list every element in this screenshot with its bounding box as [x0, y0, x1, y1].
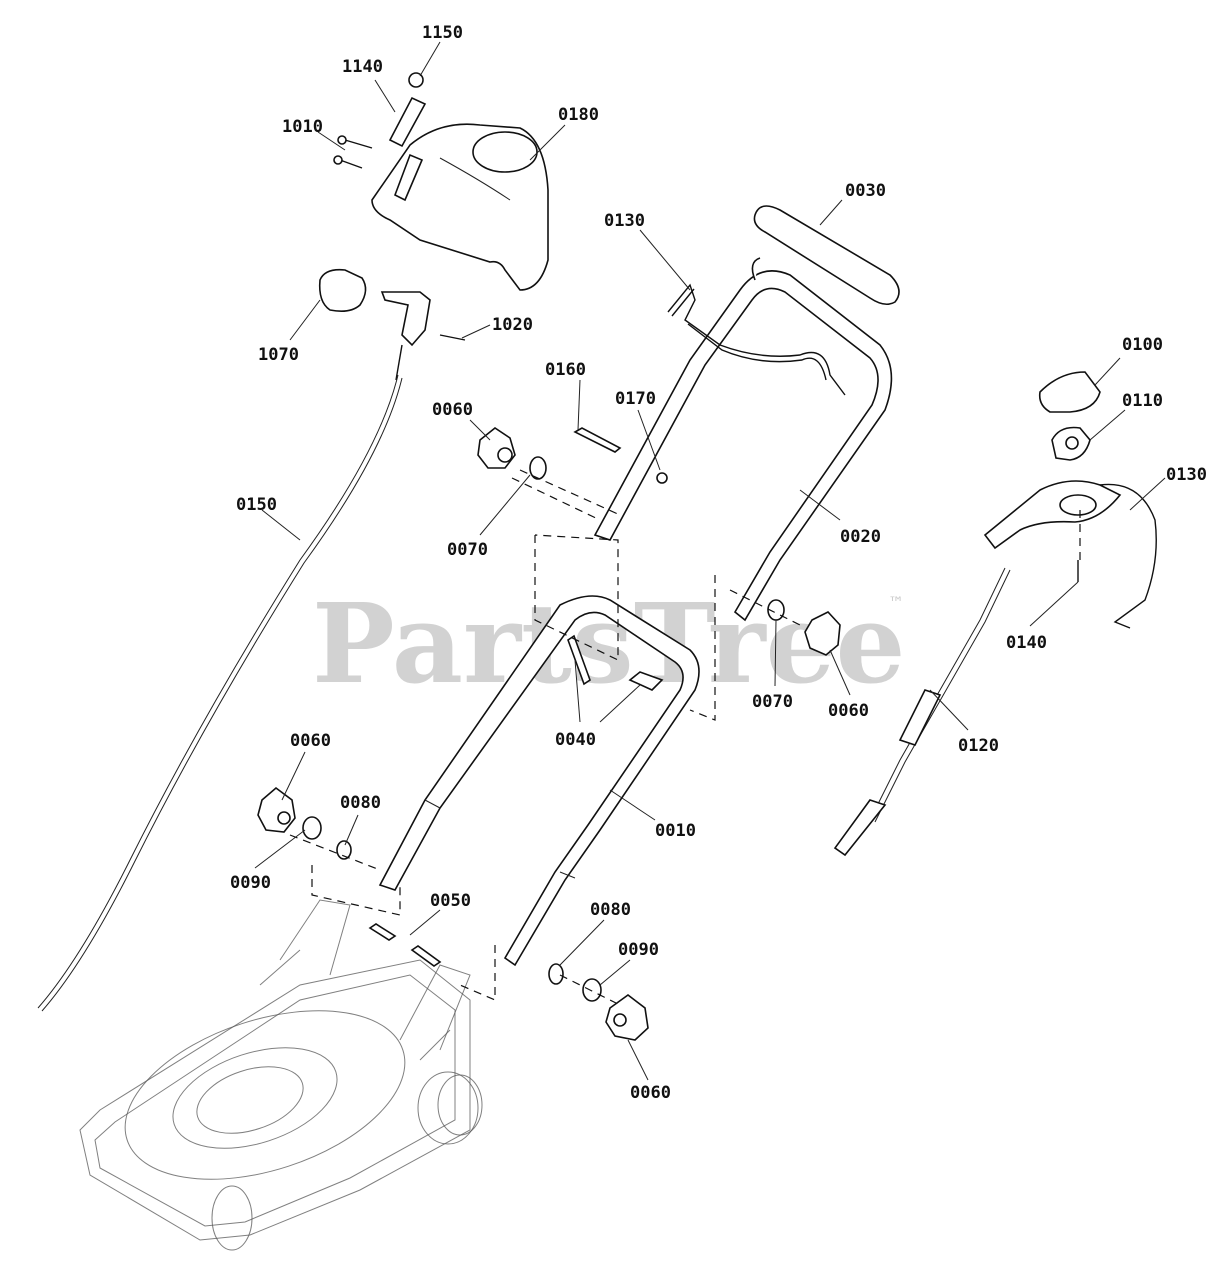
- upper-handle: [593, 257, 893, 622]
- right-control-bail: [983, 480, 1157, 629]
- control-bail: [667, 283, 846, 396]
- control-cable: [833, 567, 1011, 857]
- label-0060-a: 0060: [432, 400, 473, 420]
- knob-lower-right: [605, 994, 649, 1041]
- spacer-lower-left: [336, 840, 352, 860]
- knob-lower-left: [257, 786, 296, 833]
- watermark-trademark: ™: [888, 593, 904, 612]
- leader-lines: [254, 41, 1166, 1081]
- label-0110: 0110: [1122, 391, 1163, 411]
- label-0130-right: 0130: [1166, 465, 1207, 485]
- lower-handle: [378, 595, 700, 967]
- handle-bolt-b: [628, 671, 664, 691]
- label-1150: 1150: [422, 23, 463, 43]
- label-0090-a: 0090: [230, 873, 271, 893]
- label-0010: 0010: [655, 821, 696, 841]
- drive-cable: [37, 374, 399, 1009]
- label-0100: 0100: [1122, 335, 1163, 355]
- label-0180: 0180: [558, 105, 599, 125]
- label-0160: 0160: [545, 360, 586, 380]
- label-1020: 1020: [492, 315, 533, 335]
- label-0130-top: 0130: [604, 211, 645, 231]
- spacer-lower-right: [548, 963, 564, 985]
- label-0060-c: 0060: [290, 731, 331, 751]
- zone-start-lever: [1051, 426, 1091, 461]
- control-cover: [371, 123, 549, 291]
- label-0080-b: 0080: [590, 900, 631, 920]
- handle-grip: [753, 205, 900, 306]
- label-0050: 0050: [430, 891, 471, 911]
- washer-lower-right: [582, 978, 602, 1002]
- label-1010: 1010: [282, 117, 323, 137]
- knob-upper-left: [477, 427, 516, 469]
- washer-upper-left: [529, 456, 547, 480]
- cover-bracket: [388, 72, 427, 148]
- drive-button: [318, 268, 367, 312]
- drive-lever: [380, 291, 466, 381]
- cover-screws: [333, 135, 373, 169]
- washer-lower-left: [302, 816, 322, 840]
- upper-nut: [656, 472, 668, 484]
- label-0040: 0040: [555, 730, 596, 750]
- zone-start-cover: [1038, 371, 1101, 413]
- label-0030: 0030: [845, 181, 886, 201]
- handle-bolt-a: [567, 634, 591, 686]
- upper-bolt: [573, 427, 622, 453]
- label-1070: 1070: [258, 345, 299, 365]
- label-0150: 0150: [236, 495, 277, 515]
- label-0090-b: 0090: [618, 940, 659, 960]
- mower-deck: [79, 899, 483, 1251]
- label-0060-d: 0060: [630, 1083, 671, 1103]
- knob-upper-right: [804, 611, 841, 656]
- label-0120: 0120: [958, 736, 999, 756]
- deck-bolts: [368, 923, 442, 967]
- label-0140: 0140: [1006, 633, 1047, 653]
- label-0070-b: 0070: [752, 692, 793, 712]
- part-labels: 1150 1140 1010 0180 0030 0130 1020 1070 …: [230, 23, 1207, 1103]
- label-0060-b: 0060: [828, 701, 869, 721]
- label-1140: 1140: [342, 57, 383, 77]
- label-0070-a: 0070: [447, 540, 488, 560]
- label-0080-a: 0080: [340, 793, 381, 813]
- label-0170: 0170: [615, 389, 656, 409]
- label-0020: 0020: [840, 527, 881, 547]
- assembly-guides: [289, 469, 1081, 1006]
